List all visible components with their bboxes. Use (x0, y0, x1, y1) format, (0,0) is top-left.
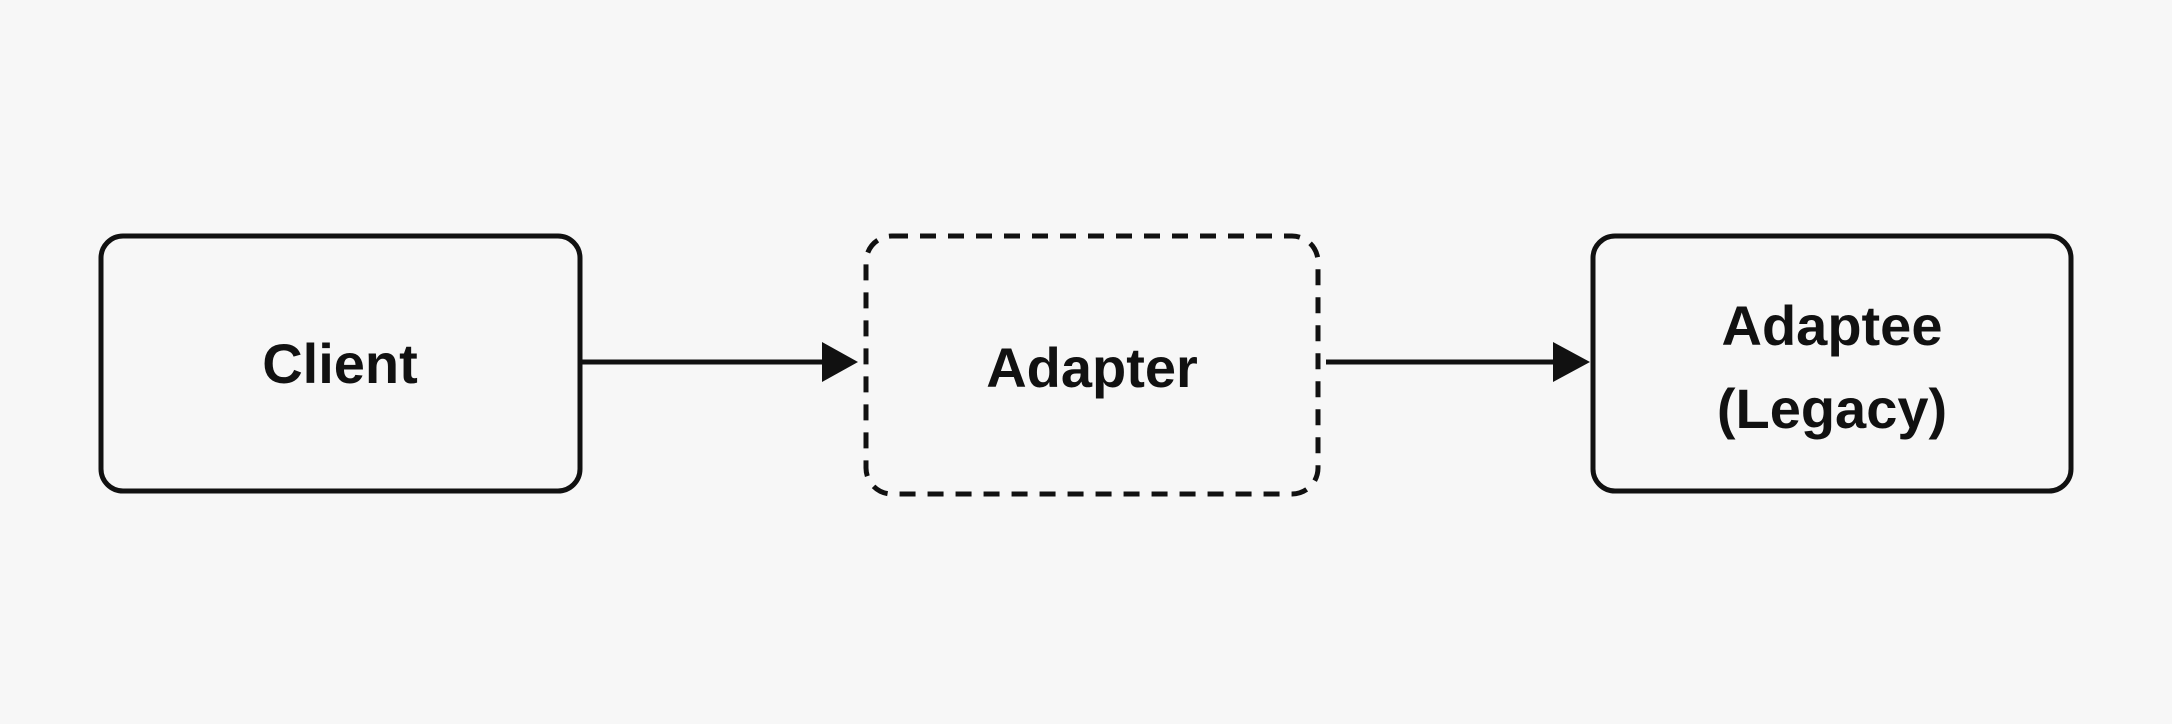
node-adaptee-label-line2: (Legacy) (1717, 377, 1947, 440)
node-adapter: Adapter (863, 233, 1321, 497)
edge-client-to-adapter (582, 342, 858, 382)
node-adapter-label: Adapter (986, 336, 1198, 399)
edge-adapter-to-adaptee (1326, 342, 1590, 382)
node-client-label: Client (262, 332, 418, 395)
edge-client-to-adapter-arrowhead (822, 342, 858, 382)
node-adaptee-label-line1: Adaptee (1722, 294, 1943, 357)
node-adaptee: Adaptee (Legacy) (1590, 233, 2074, 494)
node-adaptee-box (1590, 233, 2074, 494)
edge-adapter-to-adaptee-arrowhead (1553, 342, 1590, 382)
node-client-box (98, 233, 583, 494)
node-adapter-box (863, 233, 1321, 497)
node-client: Client (98, 233, 583, 494)
